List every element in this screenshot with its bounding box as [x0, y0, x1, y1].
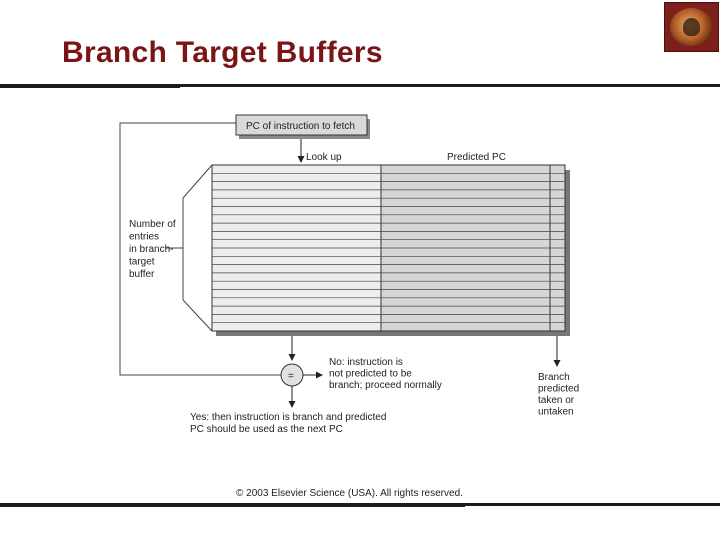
title-rule: [0, 84, 720, 87]
bracket-top: [182, 164, 213, 199]
entries-label-line: in branch-: [129, 244, 173, 255]
branch-label-line: Branch: [538, 372, 570, 383]
entries-label-line: buffer: [129, 269, 155, 280]
predicted-pc-label: Predicted PC: [447, 152, 506, 163]
footer-rule-underline: [0, 506, 465, 507]
yes-label-line: Yes: then instruction is branch and pred…: [190, 412, 386, 423]
copyright-notice: © 2003 Elsevier Science (USA). All right…: [236, 488, 463, 499]
slide-title: Branch Target Buffers: [62, 36, 383, 69]
no-label-line: branch; proceed normally: [329, 380, 442, 391]
table-row-lines: [212, 172, 565, 324]
university-seal-icon: [664, 2, 719, 52]
pc-box: [235, 114, 368, 136]
branch-label-line: predicted: [538, 384, 579, 395]
bracket-bottom: [182, 299, 213, 332]
entries-label-line: target: [129, 257, 155, 268]
title-rule-underline: [0, 87, 180, 88]
branch-label-line: taken or: [538, 395, 575, 406]
lookup-label: Look up: [306, 152, 342, 163]
seal-figure: [683, 18, 700, 36]
entries-label-line: entries: [129, 232, 159, 243]
yes-label-line: PC should be used as the next PC: [190, 424, 343, 435]
entries-label-line: Number of: [129, 219, 176, 230]
branch-label-line: untaken: [538, 407, 574, 418]
pc-box-label: PC of instruction to fetch: [246, 121, 355, 132]
feedback-loop-line: [119, 122, 282, 376]
yes-label: Yes: then instruction is branch and pred…: [190, 412, 386, 435]
seal-emblem: [670, 8, 713, 46]
no-label-line: not predicted to be: [329, 369, 412, 380]
compare-symbol: =: [288, 371, 294, 382]
footer-rule: [0, 503, 720, 506]
no-label-line: No: instruction is: [329, 357, 403, 368]
